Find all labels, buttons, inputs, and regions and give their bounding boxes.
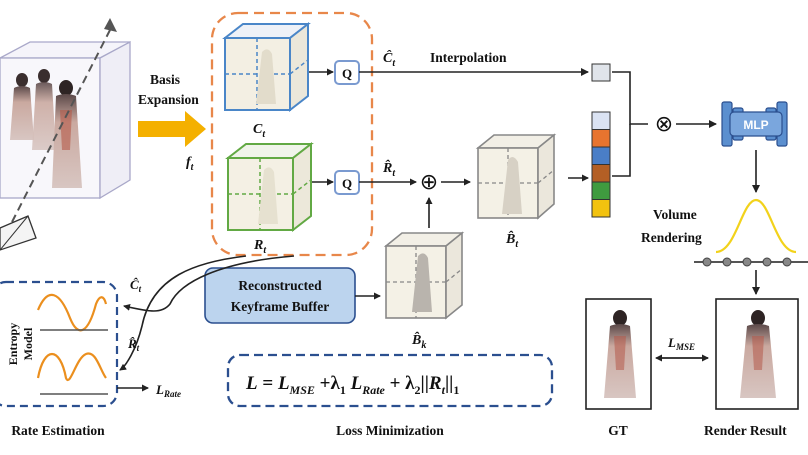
add-operator-icon: ⊕ xyxy=(420,169,438,194)
entropy-curve-1 xyxy=(36,293,108,332)
basis-label-line2: Expansion xyxy=(138,92,199,107)
basis-container xyxy=(210,11,374,257)
feature-cell xyxy=(591,164,611,183)
entropy-label-line2: Model xyxy=(21,327,35,360)
b-k-cube xyxy=(383,231,465,320)
basis-label-line1: Basis xyxy=(150,72,180,87)
feature-cell xyxy=(591,146,611,165)
gt-image-frame xyxy=(585,298,652,410)
sample-points xyxy=(702,257,792,267)
r-t-label: Rt xyxy=(253,238,267,256)
buffer-label-line1: Reconstructed xyxy=(238,278,322,293)
rhat-t-label: R̂t xyxy=(382,159,396,179)
entropy-label-line1: Entropy xyxy=(6,323,20,365)
f-t-label: ft xyxy=(186,155,195,173)
multiply-operator-icon: ⊗ xyxy=(655,111,673,136)
interp-feature-cell xyxy=(591,63,611,82)
keyframe-buffer xyxy=(204,267,356,324)
buffer-label-line2: Keyframe Buffer xyxy=(231,299,330,314)
feature-cell xyxy=(591,111,611,130)
loss-equation: L = LMSE +λ1 LRate + λ2||Rt||1 xyxy=(245,373,459,397)
l-mse-label: LMSE xyxy=(667,335,695,352)
loss-minimization-label: Loss Minimization xyxy=(336,423,444,438)
bhat-t-label: B̂t xyxy=(505,230,519,250)
mlp-block xyxy=(721,101,788,147)
input-figures-image xyxy=(10,69,82,188)
feature-cell xyxy=(591,181,611,200)
basis-expansion-arrow xyxy=(138,111,206,147)
render-result-frame xyxy=(715,298,799,410)
c-t-cube xyxy=(222,21,311,113)
c-t-label: Ct xyxy=(253,122,266,140)
interpolation-label: Interpolation xyxy=(430,50,507,65)
b-t-cube xyxy=(475,133,557,220)
volume-label-line2: Rendering xyxy=(641,230,702,245)
chat-t-bottom-label: Ĉt xyxy=(130,277,142,294)
entropy-curve-2 xyxy=(36,352,107,382)
camera-icon xyxy=(0,215,37,251)
gt-label: GT xyxy=(608,423,628,438)
l-rate-label: LRate xyxy=(155,382,181,399)
mlp-label: MLP xyxy=(743,118,768,132)
input-volume xyxy=(0,18,131,251)
r-t-cube xyxy=(225,141,314,233)
quantizer-c-label: Q xyxy=(342,66,352,81)
bhat-k-label: B̂k xyxy=(411,331,426,351)
quantizer-r-label: Q xyxy=(342,176,352,191)
density-bell-curve xyxy=(715,198,797,254)
rate-estimation-label: Rate Estimation xyxy=(11,423,105,438)
feature-cell xyxy=(591,199,611,218)
rhat-t-bottom-label: R̂t xyxy=(127,336,140,353)
chat-t-label: Ĉt xyxy=(383,49,396,69)
render-result-label: Render Result xyxy=(704,423,787,438)
feature-cell xyxy=(591,129,611,148)
feature-vector xyxy=(591,111,611,218)
volume-label-line1: Volume xyxy=(653,207,697,222)
